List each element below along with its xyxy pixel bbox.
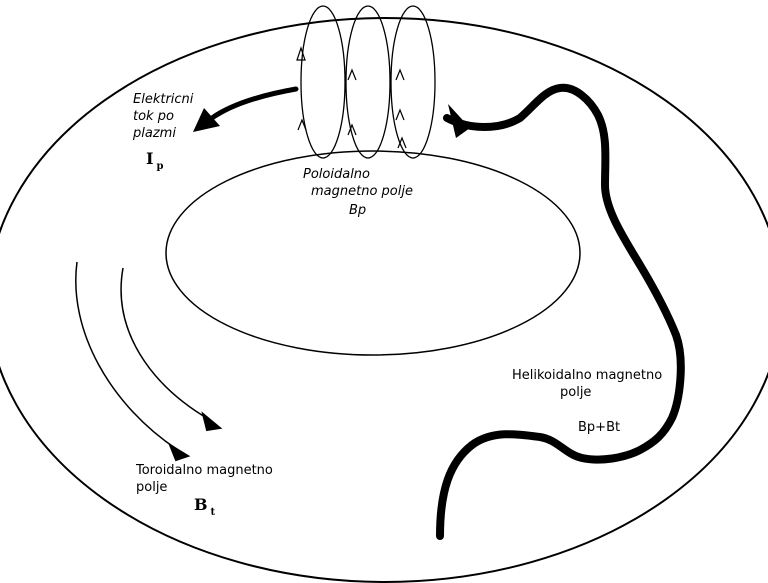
helical-field-line xyxy=(440,88,681,536)
toroidal-label-line1: Toroidalno magnetno xyxy=(136,463,273,479)
toroidal-label-line2: polje xyxy=(136,480,167,496)
poloidal-field-loops xyxy=(301,6,435,158)
poloidal-arrow-icon xyxy=(297,48,305,60)
current-label-line2: tok po xyxy=(133,109,174,125)
poloidal-loop-2 xyxy=(346,6,390,158)
poloidal-arrow-icon xyxy=(348,70,356,80)
current-symbol-main: I xyxy=(146,149,153,168)
current-symbol-sub: p xyxy=(156,161,163,172)
helical-label-line1: Helikoidalno magnetno xyxy=(512,368,662,384)
toroidal-arrowhead-outer-icon xyxy=(170,445,188,460)
helical-label-line2: polje xyxy=(560,385,591,401)
inner-torus-hole xyxy=(166,151,580,355)
toroidal-arrowhead-inner-icon xyxy=(203,414,220,430)
toroidal-symbol-sub: t xyxy=(211,507,216,518)
outer-torus-boundary xyxy=(0,18,768,582)
current-label-line3: plazmi xyxy=(133,126,176,142)
poloidal-symbol: Bp xyxy=(349,203,366,219)
poloidal-arrow-icon xyxy=(396,70,404,80)
poloidal-label-line2: magnetno polje xyxy=(311,184,413,200)
toroidal-symbol-main: B xyxy=(194,495,208,514)
toroidal-arrow-inner xyxy=(121,268,210,420)
poloidal-loop-3 xyxy=(391,6,435,158)
poloidal-loop-1 xyxy=(301,6,345,158)
toroidal-arrow-outer xyxy=(76,262,178,450)
helical-symbol: Bp+Bt xyxy=(578,420,620,436)
poloidal-arrow-icon xyxy=(396,110,404,120)
poloidal-label-line1: Poloidalno xyxy=(303,167,370,183)
plasma-current-arrowhead-icon xyxy=(193,108,220,132)
current-label-line1: Elektricni xyxy=(133,92,193,108)
plasma-current-arrow xyxy=(212,89,296,118)
